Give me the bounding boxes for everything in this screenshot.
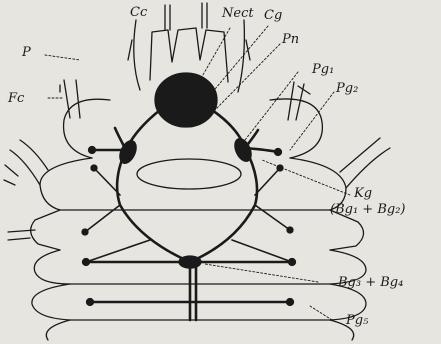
- label-nect: Nect: [222, 7, 254, 20]
- label-cc: Cc: [130, 6, 147, 19]
- label-bg34: Bg₃ + Bg₄: [338, 276, 403, 289]
- label-pg5: Pg₅: [346, 314, 368, 327]
- label-leader-lines: [45, 26, 350, 320]
- label-pn: Pn: [282, 33, 299, 46]
- nerve-cord: [90, 110, 290, 320]
- central-oval: [137, 159, 241, 189]
- label-kg-sub: (Bg₁ + Bg₂): [330, 203, 405, 216]
- cerebral-ganglion: [155, 73, 217, 127]
- label-kg: Kg: [354, 187, 372, 200]
- label-pg2: Pg₂: [336, 82, 358, 95]
- label-fc: Fc: [8, 92, 24, 105]
- body-segments: [8, 210, 366, 340]
- label-pg1: Pg₁: [312, 63, 334, 76]
- label-cg: Cg: [264, 9, 282, 22]
- visceral-ganglion: [179, 256, 201, 268]
- label-p: P: [22, 46, 31, 59]
